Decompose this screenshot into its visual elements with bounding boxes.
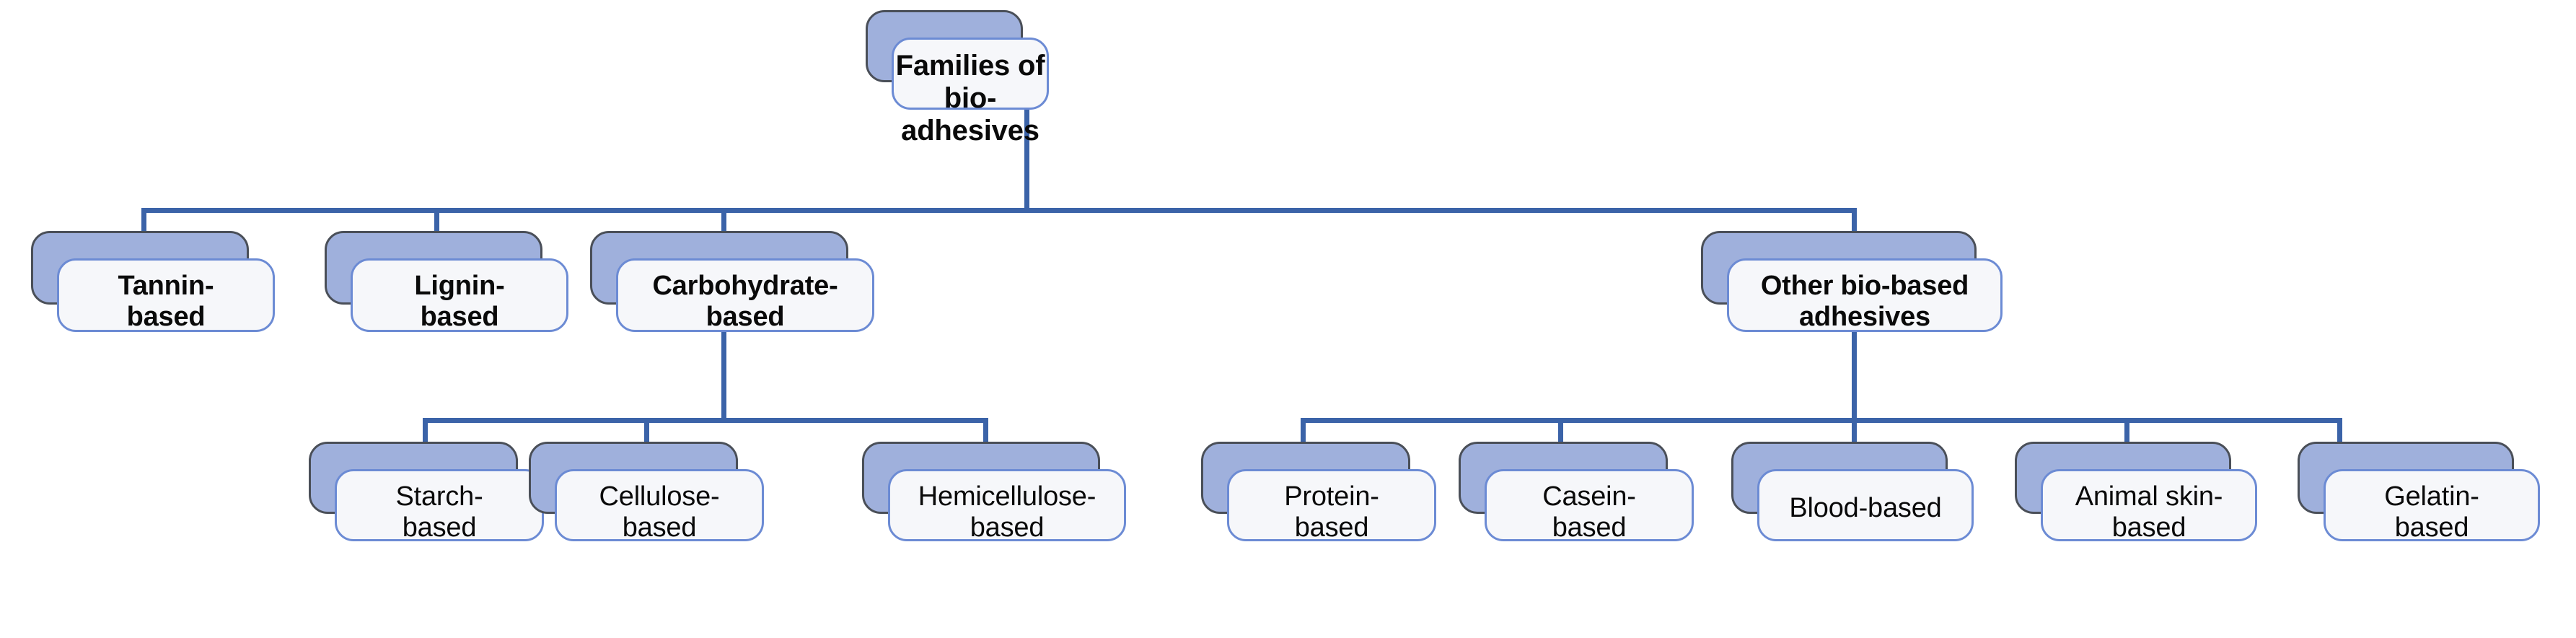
node-root[interactable]: Families of bio-adhesives: [866, 10, 1049, 147]
connector-drop-blood: [1852, 418, 1857, 448]
connector-carb-stem: [721, 303, 726, 422]
connector-drop-carbohydrate: [721, 208, 726, 237]
connector-drop-starch: [423, 418, 428, 448]
node-other-label: Other bio-based adhesives: [1760, 271, 1969, 332]
node-carbohydrate-front-card: Carbohydrate- based: [616, 258, 874, 332]
node-starch[interactable]: Starch- based: [309, 442, 544, 543]
connector-drop-cellulose: [644, 418, 649, 448]
node-casein[interactable]: Casein- based: [1459, 442, 1694, 543]
node-carbohydrate[interactable]: Carbohydrate- based: [590, 231, 874, 332]
node-root-label: Families of bio-adhesives: [895, 50, 1045, 147]
node-protein-front-card: Protein- based: [1227, 469, 1436, 543]
node-animalskin-label: Animal skin- based: [2075, 481, 2223, 543]
connector-drop-hemicell: [983, 418, 988, 448]
connector-drop-gelatin: [2337, 418, 2342, 448]
node-blood[interactable]: Blood-based: [1731, 442, 1974, 541]
node-starch-label: Starch- based: [395, 481, 483, 543]
node-root-front-card: Families of bio-adhesives: [892, 38, 1049, 147]
node-tannin-front-card: Tannin- based: [57, 258, 275, 332]
node-lignin-front-card: Lignin- based: [351, 258, 568, 332]
node-blood-label: Blood-based: [1789, 493, 1942, 523]
node-protein[interactable]: Protein- based: [1201, 442, 1436, 543]
connector-root-stem: [1024, 85, 1029, 212]
connector-drop-lignin: [434, 208, 439, 237]
node-hemicellulose-label: Hemicellulose- based: [918, 481, 1096, 543]
node-animalskin[interactable]: Animal skin- based: [2015, 442, 2257, 543]
node-protein-label: Protein- based: [1284, 481, 1379, 543]
node-animalskin-front-card: Animal skin- based: [2041, 469, 2257, 543]
node-lignin[interactable]: Lignin- based: [325, 231, 568, 332]
node-hemicellulose-front-card: Hemicellulose- based: [888, 469, 1126, 543]
node-casein-label: Casein- based: [1542, 481, 1636, 543]
connector-drop-other: [1852, 208, 1857, 237]
node-lignin-label: Lignin- based: [414, 271, 505, 332]
node-casein-front-card: Casein- based: [1485, 469, 1694, 543]
node-hemicellulose[interactable]: Hemicellulose- based: [862, 442, 1126, 543]
node-other[interactable]: Other bio-based adhesives: [1701, 231, 2003, 332]
node-carbohydrate-label: Carbohydrate- based: [652, 271, 838, 332]
connector-drop-protein: [1301, 418, 1306, 448]
node-cellulose[interactable]: Cellulose- based: [529, 442, 764, 543]
connector-drop-animalskin: [2124, 418, 2129, 448]
node-gelatin-front-card: Gelatin- based: [2324, 469, 2540, 543]
node-cellulose-label: Cellulose- based: [599, 481, 720, 543]
node-other-front-card: Other bio-based adhesives: [1727, 258, 2003, 332]
connector-level3-left-bus: [423, 418, 988, 423]
connector-drop-casein: [1558, 418, 1563, 448]
node-tannin-label: Tannin- based: [118, 271, 214, 332]
node-tannin[interactable]: Tannin- based: [31, 231, 275, 332]
node-gelatin-label: Gelatin- based: [2384, 481, 2479, 543]
connector-level2-bus: [141, 208, 1857, 213]
node-blood-front-card: Blood-based: [1757, 469, 1974, 541]
node-gelatin[interactable]: Gelatin- based: [2298, 442, 2540, 543]
connector-drop-tannin: [141, 208, 146, 237]
connector-other-stem: [1852, 303, 1857, 422]
node-starch-front-card: Starch- based: [335, 469, 544, 543]
node-cellulose-front-card: Cellulose- based: [555, 469, 764, 543]
connector-level3-right-bus: [1301, 418, 2342, 423]
